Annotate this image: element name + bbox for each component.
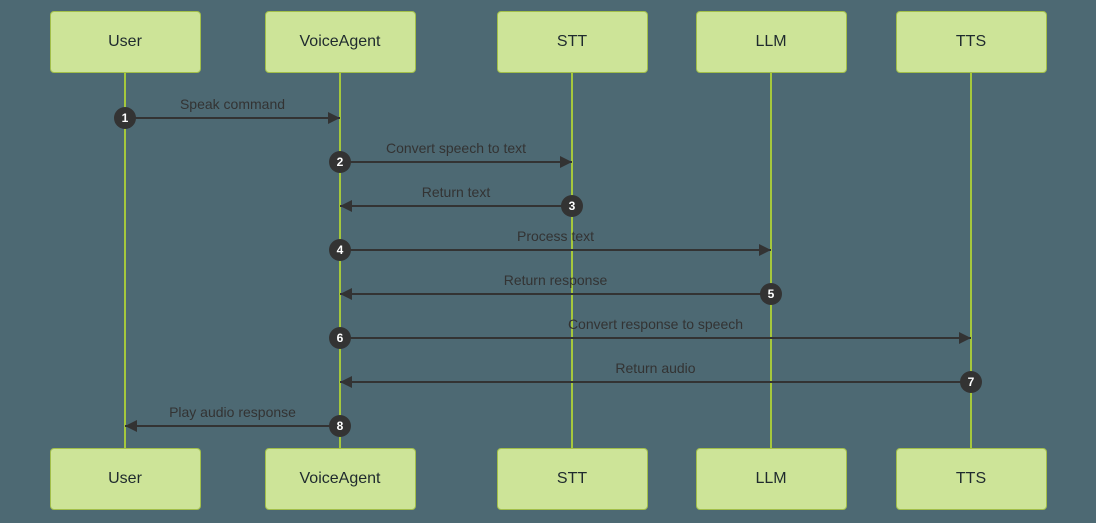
actor-label: LLM bbox=[755, 33, 787, 50]
actor-top-voiceagent: VoiceAgent bbox=[264, 11, 416, 73]
message-line bbox=[125, 425, 340, 427]
lifeline-llm bbox=[770, 72, 772, 449]
message-line bbox=[125, 117, 340, 119]
actor-label: TTS bbox=[955, 470, 987, 487]
arrowhead-icon bbox=[340, 200, 352, 212]
actor-bottom-voiceagent: VoiceAgent bbox=[264, 448, 416, 510]
actor-label: LLM bbox=[755, 470, 787, 487]
arrowhead-icon bbox=[328, 112, 340, 124]
message-label: Convert response to speech bbox=[567, 316, 744, 332]
actor-label: User bbox=[108, 33, 142, 50]
message-line bbox=[340, 161, 572, 163]
message-number-badge: 4 bbox=[329, 239, 351, 261]
actor-bottom-stt: STT bbox=[496, 448, 648, 510]
arrowhead-icon bbox=[959, 332, 971, 344]
message-number-badge: 1 bbox=[114, 107, 136, 129]
message-number-badge: 3 bbox=[561, 195, 583, 217]
message-label: Return response bbox=[503, 272, 608, 288]
message-line bbox=[340, 205, 572, 207]
arrowhead-icon bbox=[340, 288, 352, 300]
message-number-badge: 5 bbox=[760, 283, 782, 305]
actor-top-tts: TTS bbox=[895, 11, 1047, 73]
message-label: Speak command bbox=[179, 96, 286, 112]
actor-label: VoiceAgent bbox=[299, 470, 381, 487]
message-number-badge: 6 bbox=[329, 327, 351, 349]
arrowhead-icon bbox=[759, 244, 771, 256]
actor-label: VoiceAgent bbox=[299, 33, 381, 50]
actor-bottom-llm: LLM bbox=[695, 448, 847, 510]
actor-top-user: User bbox=[49, 11, 201, 73]
actor-bottom-user: User bbox=[49, 448, 201, 510]
message-line bbox=[340, 381, 971, 383]
actor-label: TTS bbox=[955, 33, 987, 50]
actor-top-llm: LLM bbox=[695, 11, 847, 73]
actor-label: User bbox=[108, 470, 142, 487]
actor-bottom-tts: TTS bbox=[895, 448, 1047, 510]
lifeline-user bbox=[124, 72, 126, 449]
message-label: Return text bbox=[421, 184, 491, 200]
actor-top-stt: STT bbox=[496, 11, 648, 73]
arrowhead-icon bbox=[125, 420, 137, 432]
message-line bbox=[340, 249, 771, 251]
message-line bbox=[340, 337, 971, 339]
arrowhead-icon bbox=[340, 376, 352, 388]
actor-label: STT bbox=[556, 33, 588, 50]
message-number-badge: 2 bbox=[329, 151, 351, 173]
lifeline-stt bbox=[571, 72, 573, 449]
message-label: Play audio response bbox=[169, 404, 296, 420]
message-number-badge: 7 bbox=[960, 371, 982, 393]
message-label: Return audio bbox=[615, 360, 696, 376]
message-line bbox=[340, 293, 771, 295]
message-number-badge: 8 bbox=[329, 415, 351, 437]
actor-label: STT bbox=[556, 470, 588, 487]
arrowhead-icon bbox=[560, 156, 572, 168]
message-label: Convert speech to text bbox=[385, 140, 527, 156]
lifeline-tts bbox=[970, 72, 972, 449]
message-label: Process text bbox=[516, 228, 595, 244]
